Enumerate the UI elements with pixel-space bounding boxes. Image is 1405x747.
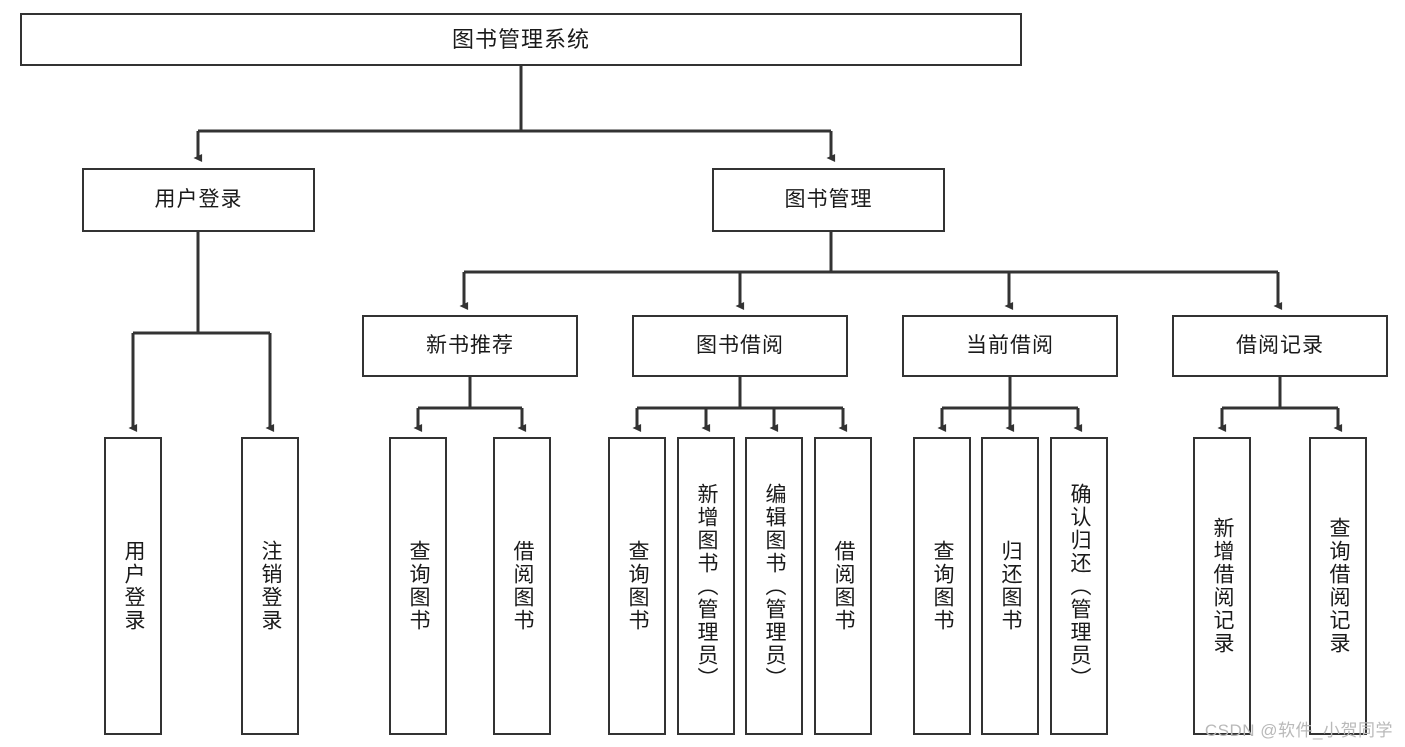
node-book-borrow[interactable]: 图书借阅 <box>632 315 848 377</box>
node-label: 归还图书 <box>999 540 1023 632</box>
node-borrow-record[interactable]: 借阅记录 <box>1172 315 1388 377</box>
leaf-currentborrow-return-book[interactable]: 归还图书 <box>981 437 1039 735</box>
node-label: 借阅记录 <box>1236 333 1324 357</box>
node-label: 新增图书（管理员） <box>695 482 719 690</box>
node-label: 查询图书 <box>626 540 650 632</box>
leaf-bookborrow-add-book-admin[interactable]: 新增图书（管理员） <box>677 437 735 735</box>
leaf-currentborrow-confirm-return-admin[interactable]: 确认归还（管理员） <box>1050 437 1108 735</box>
node-book-manage[interactable]: 图书管理 <box>712 168 945 232</box>
node-label: 当前借阅 <box>966 333 1054 357</box>
leaf-borrowrecord-add-record[interactable]: 新增借阅记录 <box>1193 437 1251 735</box>
node-label: 查询借阅记录 <box>1327 517 1351 655</box>
node-label: 确认归还（管理员） <box>1068 482 1092 690</box>
node-label: 新书推荐 <box>426 333 514 357</box>
leaf-recommend-borrow-book[interactable]: 借阅图书 <box>493 437 551 735</box>
node-label: 图书管理 <box>784 187 873 211</box>
node-label: 用户登录 <box>154 187 243 211</box>
leaf-bookborrow-borrow-book[interactable]: 借阅图书 <box>814 437 872 735</box>
leaf-bookborrow-edit-book-admin[interactable]: 编辑图书（管理员） <box>745 437 803 735</box>
node-user-login[interactable]: 用户登录 <box>82 168 315 232</box>
csdn-watermark: CSDN @软件_小贺同学 <box>1204 721 1393 740</box>
leaf-logout[interactable]: 注销登录 <box>241 437 299 735</box>
node-label: 图书管理系统 <box>451 26 590 52</box>
node-label: 查询图书 <box>407 540 431 632</box>
node-label: 注销登录 <box>259 540 283 632</box>
leaf-borrowrecord-query-record[interactable]: 查询借阅记录 <box>1309 437 1367 735</box>
node-label: 编辑图书（管理员） <box>763 482 787 690</box>
node-label: 新增借阅记录 <box>1211 517 1235 655</box>
node-label: 用户登录 <box>122 540 146 632</box>
node-label: 查询图书 <box>931 540 955 632</box>
leaf-recommend-query-book[interactable]: 查询图书 <box>389 437 447 735</box>
leaf-bookborrow-query-book[interactable]: 查询图书 <box>608 437 666 735</box>
leaf-currentborrow-query-book[interactable]: 查询图书 <box>913 437 971 735</box>
node-label: 图书借阅 <box>696 333 784 357</box>
node-label: 借阅图书 <box>832 540 856 632</box>
node-current-borrow[interactable]: 当前借阅 <box>902 315 1118 377</box>
leaf-user-login[interactable]: 用户登录 <box>104 437 162 735</box>
node-new-book-recommend[interactable]: 新书推荐 <box>362 315 578 377</box>
node-label: 借阅图书 <box>511 540 535 632</box>
node-root-system[interactable]: 图书管理系统 <box>20 13 1022 66</box>
